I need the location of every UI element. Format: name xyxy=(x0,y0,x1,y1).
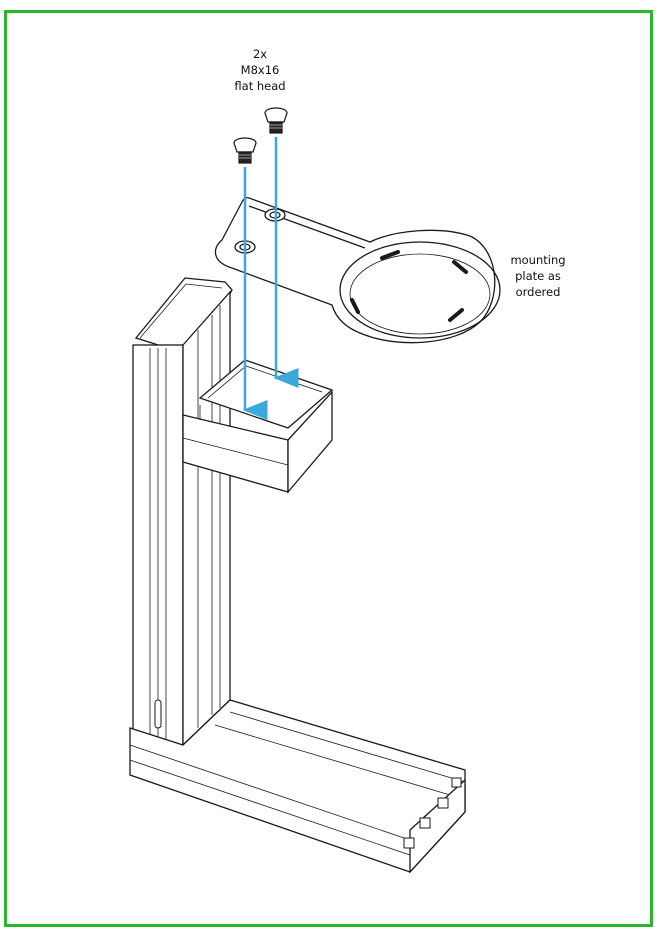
plate-label-line-2: plate as xyxy=(515,269,561,283)
diagram-border xyxy=(4,10,653,927)
plate-label-line-3: ordered xyxy=(515,285,561,299)
base-extrusion xyxy=(129,699,466,874)
screw-left xyxy=(233,137,257,164)
plate-label-line-1: mounting xyxy=(510,253,566,267)
screw-callout: 2x M8x16 flat head xyxy=(218,46,302,94)
screw-right xyxy=(264,107,288,134)
plate-callout: mounting plate as ordered xyxy=(496,252,580,300)
screw-quantity: 2x xyxy=(252,47,268,61)
mounting-plate xyxy=(214,196,501,344)
screw-type: flat head xyxy=(234,79,286,93)
alignment-arrows xyxy=(242,137,299,420)
arm-bracket xyxy=(182,359,334,494)
vertical-extrusion xyxy=(132,277,233,747)
screw-size: M8x16 xyxy=(240,63,280,77)
